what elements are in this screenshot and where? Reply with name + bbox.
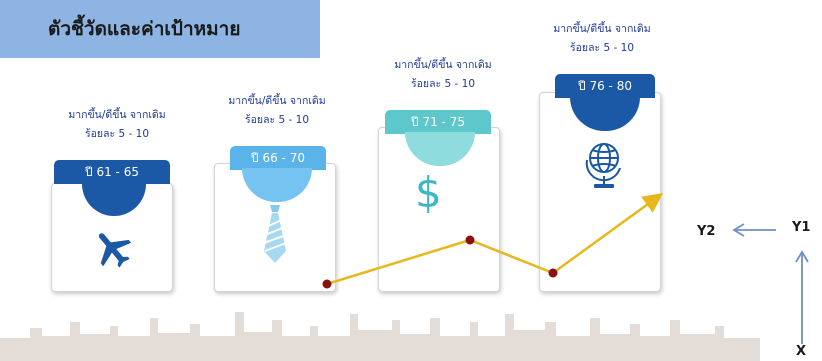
y2-label: Y2 (697, 224, 716, 239)
trend-point-2 (465, 235, 475, 245)
airplane-icon (98, 233, 132, 268)
stage-4-caption-line2: ร้อยละ 5 - 10 (569, 42, 634, 54)
arrow-x-to-y1-head (795, 250, 809, 263)
page-title: ตัวชี้วัดและค่าเป้าหมาย (48, 18, 241, 40)
y1-label: Y1 (792, 220, 811, 235)
stage-4-caption-line1: มากขึ้น/ดีขึ้น จากเดิม (553, 23, 651, 35)
trend-polyline (326, 193, 664, 286)
stage-4-period-tab: ปี 76 - 80 (555, 74, 655, 98)
stage-1-caption-line1: มากขึ้น/ดีขึ้น จากเดิม (68, 109, 166, 121)
x-label: X (796, 344, 807, 359)
stage-1-period-tab: ปี 61 - 65 (54, 160, 170, 184)
stage-1-caption-line2: ร้อยละ 5 - 10 (84, 128, 149, 140)
arrow-y1-to-y2-head (732, 223, 745, 237)
stage-2-caption: มากขึ้น/ดีขึ้น จากเดิม ร้อยละ 5 - 10 (215, 92, 339, 130)
globe-icon (585, 143, 621, 188)
stage-2-caption-line2: ร้อยละ 5 - 10 (244, 114, 309, 126)
trend-point-1 (322, 279, 332, 289)
stage-3-caption-line2: ร้อยละ 5 - 10 (410, 78, 475, 90)
stage-3-period-tab: ปี 71 - 75 (385, 110, 491, 134)
necktie-icon (263, 205, 287, 263)
stage-3-caption: มากขึ้น/ดีขึ้น จากเดิม ร้อยละ 5 - 10 (381, 56, 505, 94)
dollar-sign-icon: $ (415, 168, 442, 217)
stage-1-caption: มากขึ้น/ดีขึ้น จากเดิม ร้อยละ 5 - 10 (55, 106, 179, 144)
stage-2-period-tab: ปี 66 - 70 (230, 146, 326, 170)
stage-4-caption: มากขึ้น/ดีขึ้น จากเดิม ร้อยละ 5 - 10 (540, 20, 664, 58)
stage-2-caption-line1: มากขึ้น/ดีขึ้น จากเดิม (228, 95, 326, 107)
title-banner: ตัวชี้วัดและค่าเป้าหมาย (0, 0, 320, 58)
trend-point-3 (548, 268, 558, 278)
stage-3-caption-line1: มากขึ้น/ดีขึ้น จากเดิม (394, 59, 492, 71)
